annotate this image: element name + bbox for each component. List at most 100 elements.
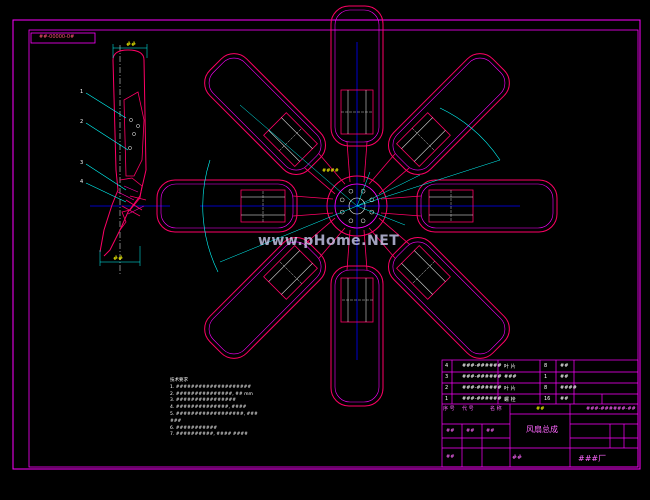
- angle-dimension-arc: [439, 107, 501, 161]
- table-header-code: 代 号: [462, 406, 474, 412]
- blade-inner-outline: [160, 183, 294, 229]
- leader-line: [356, 174, 421, 207]
- fan-blade: [204, 53, 346, 195]
- part-row-code: ###-######: [462, 396, 502, 402]
- table-header-no: 序 号: [443, 406, 455, 412]
- title-block: [441, 359, 639, 468]
- part-row-name: 叶 片: [504, 386, 516, 392]
- note-line: 4. ##############, ####: [170, 405, 247, 411]
- sheet-label: ##: [512, 454, 523, 461]
- inner-frame: [28, 29, 639, 468]
- tb-left-cell: ##: [466, 428, 475, 434]
- part-row-qty: 8: [544, 385, 548, 391]
- blade-arm: [292, 212, 334, 217]
- note-line: 3. ################: [170, 398, 237, 404]
- part-row-name: 螺 栓: [504, 397, 516, 403]
- part-row-code: ###-######: [462, 385, 502, 391]
- part-row-no: 2: [445, 385, 449, 391]
- part-row-qty: 1: [544, 374, 548, 380]
- blade-arm: [378, 217, 410, 245]
- hub-note: ####: [322, 168, 339, 174]
- plate-centerline: [412, 261, 435, 284]
- table-header-name: 名 称: [490, 406, 502, 412]
- drawing-code-tag: ##-00000-0#: [39, 34, 75, 40]
- note-line: ###: [170, 418, 182, 424]
- fan-blade: [156, 179, 334, 233]
- tb-left-cell: ##: [446, 428, 455, 434]
- part-row-name: ###: [504, 374, 517, 380]
- hub-bolt-hole: [348, 188, 354, 194]
- side-dim-top: ##: [126, 41, 137, 48]
- part-row-qty: 16: [544, 396, 551, 402]
- fan-blade: [368, 217, 510, 359]
- callout-3: 3: [80, 160, 84, 166]
- blade-arm: [378, 167, 410, 195]
- blade-arm: [380, 195, 422, 200]
- blade-outline: [387, 53, 510, 176]
- leader-line: [219, 205, 358, 263]
- fan-front-view: [156, 5, 558, 407]
- note-line: 1. ####################: [170, 384, 252, 390]
- blade-arm: [304, 167, 336, 195]
- side-view: [85, 44, 170, 275]
- technical-notes: 技术要求 1. #################### 2. ########…: [170, 378, 280, 439]
- blade-arm: [380, 212, 422, 217]
- outer-frame: [12, 19, 641, 470]
- blade-outline: [204, 236, 327, 359]
- blade-arm: [363, 141, 368, 183]
- blade-arm: [363, 229, 368, 271]
- leader-line: [356, 205, 406, 226]
- blade-inner-outline: [208, 57, 322, 171]
- part-row-mat: ##: [560, 396, 569, 402]
- fan-blade: [330, 229, 384, 407]
- notes-title: 技术要求: [170, 378, 188, 383]
- radius-dimension-arc: [202, 159, 219, 273]
- hub-bolt-hole: [339, 209, 345, 215]
- note-line: 2. ###############, ## mm: [170, 391, 253, 397]
- hub-bolt-hole: [360, 188, 366, 194]
- hub-bolt-hole: [339, 197, 345, 203]
- hub-bolt-hole: [360, 218, 366, 224]
- plate-centerline: [279, 261, 302, 284]
- callout-2: 2: [80, 119, 84, 125]
- blade-arm: [368, 227, 396, 259]
- blade-outline: [156, 179, 298, 233]
- blade-inner-outline: [392, 57, 506, 171]
- blade-inner-outline: [334, 9, 380, 143]
- part-row-qty: 8: [544, 363, 548, 369]
- note-line: 6. ###########: [170, 425, 218, 431]
- side-dim-bottom: ##: [113, 255, 124, 262]
- hub-bore: [348, 197, 366, 215]
- blade-arm: [346, 141, 351, 183]
- blade-inner-outline: [392, 241, 506, 355]
- part-row-mat: ####: [560, 385, 577, 391]
- blade-arm: [318, 227, 346, 259]
- part-row-code: ###-######: [462, 363, 502, 369]
- callout-1: 1: [80, 89, 84, 95]
- part-row-mat: ##: [560, 363, 569, 369]
- blade-outline: [330, 5, 384, 147]
- blade-outline: [204, 53, 327, 176]
- company-name: ###厂: [578, 454, 607, 463]
- part-row-code: ###-######: [462, 374, 502, 380]
- blade-arm: [304, 217, 336, 245]
- leader-line: [356, 171, 371, 207]
- part-name-title: 风扇总成: [526, 425, 558, 434]
- hub-bolt-hole: [348, 218, 354, 224]
- blade-arm: [346, 229, 351, 271]
- hub-outer: [326, 175, 388, 237]
- drawing-number: ###-######-##: [586, 406, 636, 412]
- plate-centerline: [279, 128, 302, 151]
- part-row-mat: ##: [560, 374, 569, 380]
- blade-arm: [368, 153, 396, 185]
- blade-outline: [387, 236, 510, 359]
- callout-4: 4: [80, 179, 84, 185]
- part-row-no: 1: [445, 396, 449, 402]
- tb-left-cell: ##: [446, 454, 455, 460]
- watermark-text: www.pHome.NET: [258, 233, 400, 249]
- part-row-no: 4: [445, 363, 449, 369]
- leader-line: [239, 104, 358, 207]
- part-row-name: 叶 片: [504, 364, 516, 370]
- hub-middle: [334, 183, 380, 229]
